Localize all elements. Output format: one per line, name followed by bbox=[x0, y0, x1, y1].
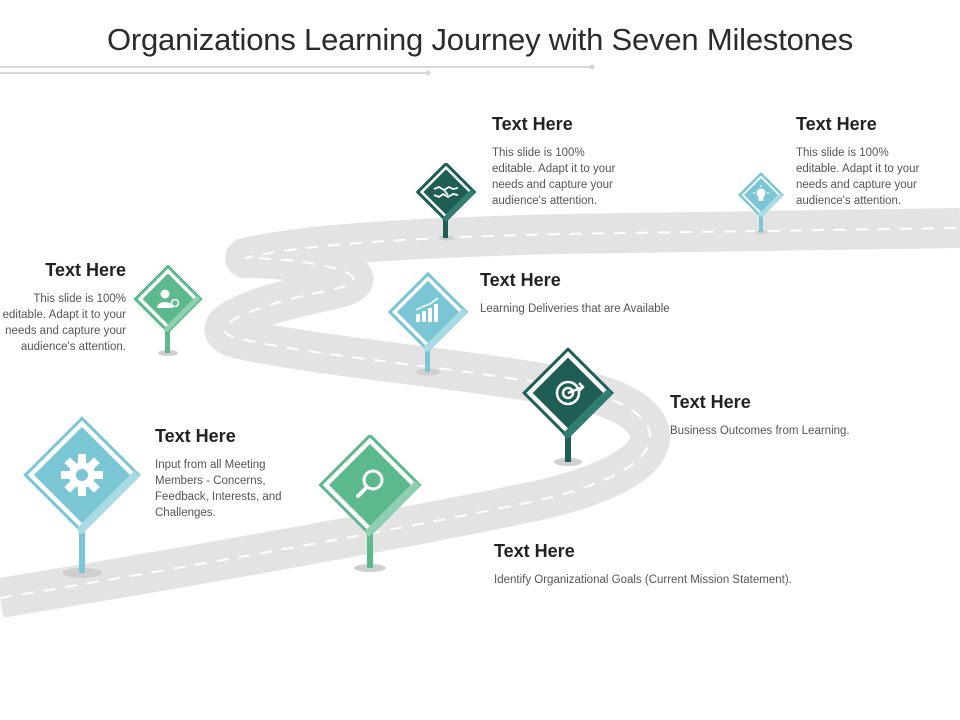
lightbulb-icon bbox=[753, 185, 769, 201]
milestone-sign-6 bbox=[415, 163, 477, 241]
milestone-sign-4 bbox=[387, 272, 469, 376]
milestone-label-7: Text Here This slide is 100% editable. A… bbox=[796, 114, 924, 209]
target-icon bbox=[555, 380, 585, 406]
milestone-heading: Text Here bbox=[480, 270, 561, 290]
milestone-text: This slide is 100% editable. Adapt it to… bbox=[492, 147, 616, 207]
milestone-sign-1 bbox=[23, 416, 141, 578]
milestone-label-6: Text Here This slide is 100% editable. A… bbox=[492, 114, 620, 209]
milestone-label-3: Text Here Business Outcomes from Learnin… bbox=[670, 392, 930, 439]
milestone-text: Identify Organizational Goals (Current M… bbox=[494, 574, 792, 586]
milestone-sign-7 bbox=[738, 172, 784, 234]
milestone-sign-2 bbox=[318, 435, 422, 572]
milestone-label-1: Text Here Input from all Meeting Members… bbox=[155, 426, 290, 521]
milestone-text: Learning Deliveries that are Available bbox=[480, 303, 670, 315]
user-gear-icon bbox=[157, 289, 180, 308]
milestone-heading: Text Here bbox=[670, 392, 751, 412]
milestone-sign-3 bbox=[522, 348, 614, 466]
milestone-label-5: Text Here This slide is 100% editable. A… bbox=[0, 260, 126, 355]
gear-icon bbox=[61, 454, 103, 496]
handshake-icon bbox=[433, 186, 459, 198]
milestone-heading: Text Here bbox=[796, 114, 877, 134]
milestone-text: This slide is 100% editable. Adapt it to… bbox=[2, 293, 126, 353]
milestone-text: Input from all Meeting Members - Concern… bbox=[155, 459, 282, 519]
milestone-label-2: Text Here Identify Organizational Goals … bbox=[494, 541, 894, 588]
milestone-heading: Text Here bbox=[45, 260, 126, 280]
milestone-heading: Text Here bbox=[494, 541, 575, 561]
milestone-label-4: Text Here Learning Deliveries that are A… bbox=[480, 270, 780, 317]
page-title: Organizations Learning Journey with Seve… bbox=[106, 22, 854, 57]
title-underline bbox=[0, 64, 595, 76]
milestone-text: This slide is 100% editable. Adapt it to… bbox=[796, 147, 920, 207]
milestone-heading: Text Here bbox=[155, 426, 236, 446]
milestone-sign-5 bbox=[133, 265, 203, 356]
milestone-text: Business Outcomes from Learning. bbox=[670, 425, 850, 437]
milestone-heading: Text Here bbox=[492, 114, 573, 134]
bar-chart-icon bbox=[415, 297, 439, 322]
search-icon bbox=[356, 469, 384, 498]
